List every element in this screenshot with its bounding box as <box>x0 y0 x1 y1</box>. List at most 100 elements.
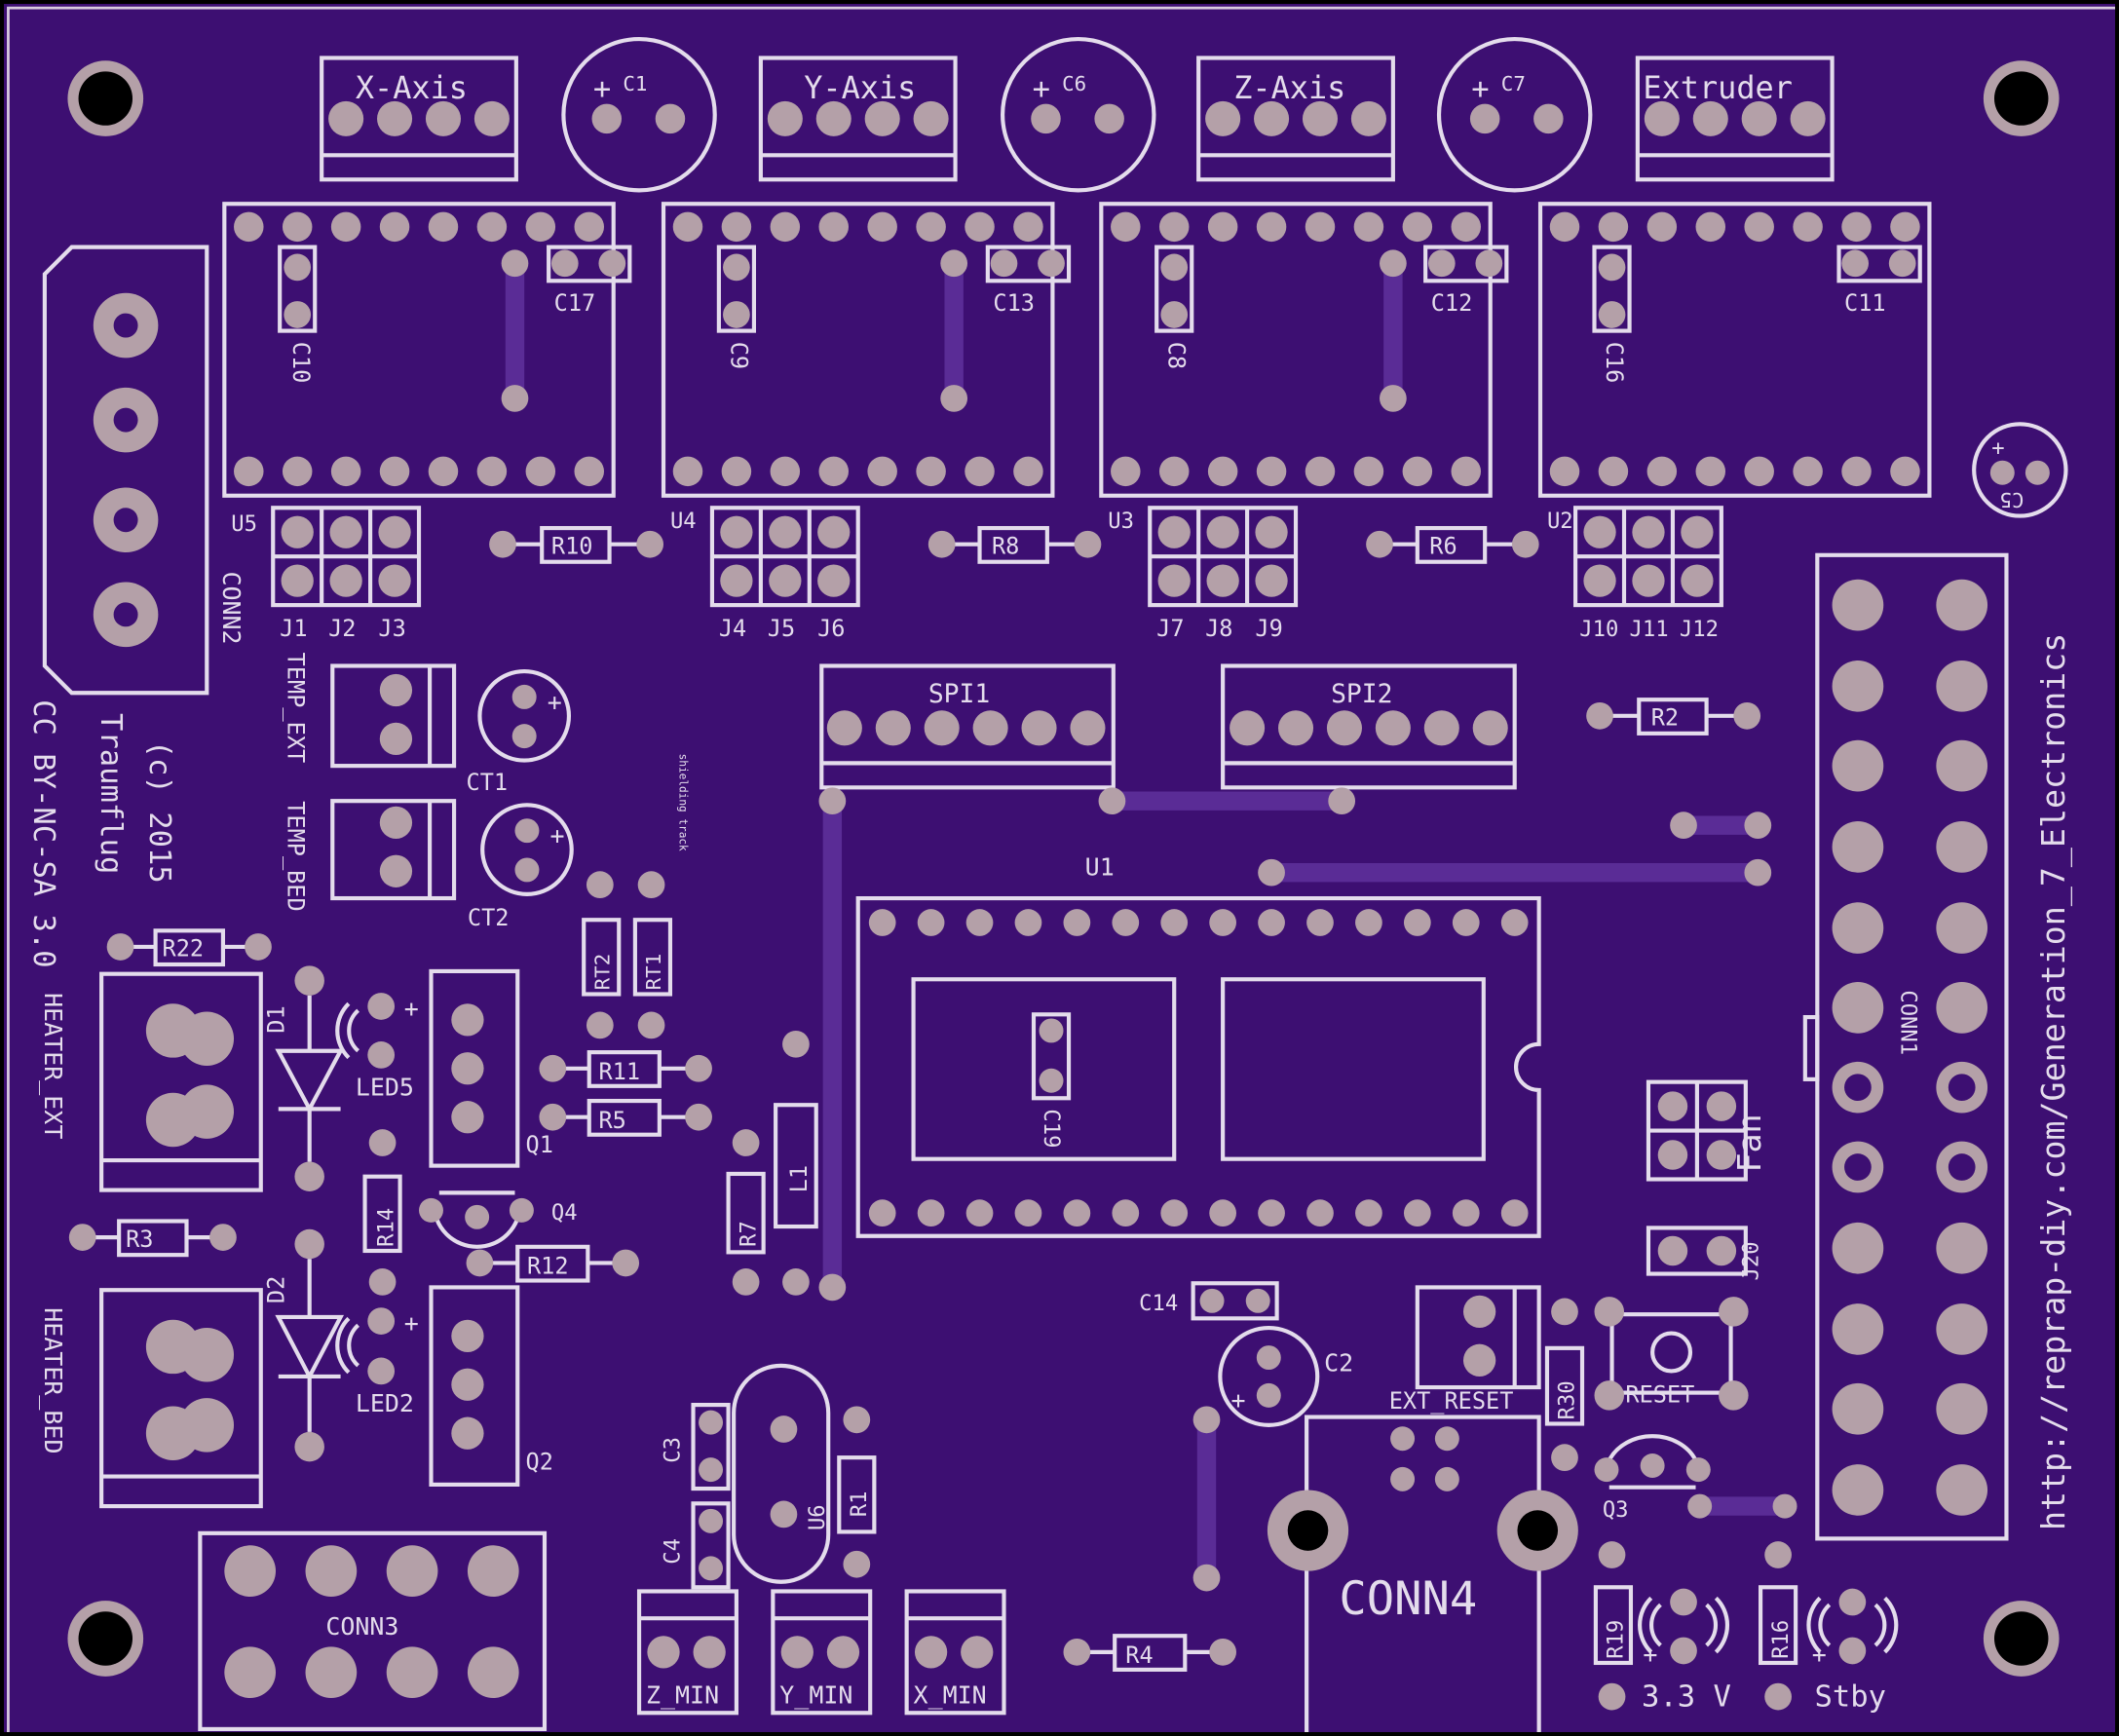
u6-label: U6 <box>805 1504 830 1530</box>
y-min-label: Y_MIN <box>779 1681 852 1710</box>
j3-label: J3 <box>378 615 405 642</box>
r4-label: R4 <box>1125 1642 1153 1669</box>
conn4-usb: CONN4 <box>1267 1415 1578 1732</box>
r10-label: R10 <box>551 532 593 559</box>
r5-label: R5 <box>598 1107 625 1134</box>
j20-label: J20 <box>1738 1241 1763 1280</box>
r12-label: R12 <box>527 1253 569 1280</box>
author-text: Traumflug <box>94 713 128 874</box>
license-text: CC BY-NC-SA 3.0 <box>26 699 60 967</box>
conn1-label: CONN1 <box>1895 990 1920 1055</box>
x-axis-label: X-Axis <box>356 69 468 106</box>
svg-text:+: + <box>1812 1641 1827 1669</box>
c5-label: C5 <box>1999 488 2024 511</box>
c1-label: C1 <box>623 72 647 95</box>
svg-text:+: + <box>1033 72 1050 106</box>
z-axis-connector: Z-Axis <box>1196 56 1395 182</box>
c3-label: C3 <box>661 1437 686 1463</box>
y-axis-connector: Y-Axis <box>758 56 958 182</box>
microstep-jumpers: J1 J2 J3 J4 J5 J6 J7 J8 J9 J10 <box>271 506 1723 642</box>
rt2-label: RT2 <box>591 954 615 991</box>
j11-label: J11 <box>1630 617 1669 642</box>
r8-label: R8 <box>992 532 1019 559</box>
svg-text:+: + <box>550 822 565 850</box>
stepper-drivers: C17 C10 U5 C13 C9 U4 <box>222 202 1932 537</box>
pcb-layout: X-Axis Y-Axis Z-Axis Extruder + C1 <box>7 6 2115 1732</box>
r4-resistor: R4 <box>1063 1634 1237 1672</box>
credits: CC BY-NC-SA 3.0 Traumflug (c) 2015 HEATE… <box>26 653 690 1454</box>
q4-label: Q4 <box>551 1200 578 1226</box>
c2-label: C2 <box>1324 1348 1353 1377</box>
heater-bed-label: HEATER_BED <box>39 1307 67 1453</box>
r16-label: R16 <box>1768 1620 1794 1659</box>
endstop-connectors: Z_MIN Y_MIN X_MIN <box>636 1589 1006 1716</box>
j1-label: J1 <box>280 615 307 642</box>
r1-label: R1 <box>847 1491 872 1517</box>
svg-text:+: + <box>1643 1641 1657 1669</box>
l1-label: L1 <box>785 1165 813 1192</box>
svg-text:+: + <box>1471 72 1489 106</box>
traces <box>505 253 1795 1588</box>
spi2-label: SPI2 <box>1331 680 1392 709</box>
svg-text:+: + <box>1991 435 2004 461</box>
u2-label: U2 <box>1547 509 1573 534</box>
j2-label: J2 <box>328 615 356 642</box>
c6-label: C6 <box>1062 72 1086 95</box>
board-url: http://reprap-diy.com/Generation_7_Elect… <box>2034 633 2073 1530</box>
r14-label: R14 <box>374 1208 399 1247</box>
temp-ext-label: TEMP_EXT <box>282 653 309 764</box>
y-axis-label: Y-Axis <box>804 69 916 106</box>
c10-label: C10 <box>287 342 315 384</box>
extruder-label: Extruder <box>1643 69 1793 106</box>
r19-label: R19 <box>1604 1620 1629 1659</box>
c8-label: C8 <box>1163 342 1191 369</box>
shielding-label: shielding track <box>677 754 690 851</box>
motor-connectors: X-Axis Y-Axis Z-Axis Extruder <box>320 56 1835 182</box>
j12-label: J12 <box>1680 617 1719 642</box>
c16-label: C16 <box>1601 342 1628 384</box>
q1-label: Q1 <box>526 1131 553 1158</box>
r2-label: R2 <box>1651 704 1679 732</box>
conn1-header: CONN1 http://reprap-diy.com/Generation_7… <box>1802 552 2073 1541</box>
conn3-header: CONN3 <box>198 1530 548 1731</box>
svg-text:+: + <box>593 72 611 106</box>
c12-label: C12 <box>1431 289 1473 317</box>
j5-label: J5 <box>768 615 795 642</box>
c11-label: C11 <box>1844 289 1886 317</box>
u3-label: U3 <box>1108 509 1134 534</box>
c17-label: C17 <box>554 289 596 317</box>
mounting-holes <box>67 60 2060 1677</box>
led2-label: LED2 <box>356 1389 414 1417</box>
u5-label: U5 <box>231 511 257 537</box>
u4-label: U4 <box>670 509 697 534</box>
q2-label: Q2 <box>526 1449 553 1476</box>
crystal-section: C3 C4 U6 R1 <box>661 1363 877 1590</box>
stby-label: Stby <box>1815 1679 1886 1714</box>
fan-label: Fan <box>1730 1113 1768 1172</box>
r7-label: R7 <box>736 1221 761 1247</box>
spi1-label: SPI1 <box>928 680 990 709</box>
reset-section: EXT_RESET R30 RESET Q3 <box>1389 1285 1797 1523</box>
j7-label: J7 <box>1156 615 1184 642</box>
fan-jumpers: Fan J20 <box>1646 1079 1768 1280</box>
status-leds: R19 + 3.3 V R16 + Stby <box>1593 1541 1899 1714</box>
u1-label: U1 <box>1085 852 1115 881</box>
spi-connectors: SPI1 SPI2 <box>818 663 1772 887</box>
led5-label: LED5 <box>356 1074 414 1102</box>
conn4-label: CONN4 <box>1339 1572 1477 1626</box>
resistors-row: R10 R8 R6 R2 <box>489 525 1761 736</box>
thermistor-section: + CT1 + CT2 <box>330 663 574 931</box>
temp-bed-label: TEMP_BED <box>282 801 309 912</box>
u1-microcontroller: C19 U1 <box>855 852 1541 1238</box>
extruder-connector: Extruder <box>1635 56 1835 182</box>
j8-label: J8 <box>1205 615 1232 642</box>
c5-capacitor: + C5 <box>1972 422 2068 518</box>
r30-label: R30 <box>1555 1380 1580 1419</box>
c14-c2: C14 + C2 <box>1139 1281 1353 1592</box>
svg-text:+: + <box>548 688 562 716</box>
board-outline <box>7 6 2115 1732</box>
r7-l1: R7 L1 <box>726 1030 847 1302</box>
z-axis-label: Z-Axis <box>1233 69 1345 106</box>
d2-label: D2 <box>262 1276 289 1303</box>
